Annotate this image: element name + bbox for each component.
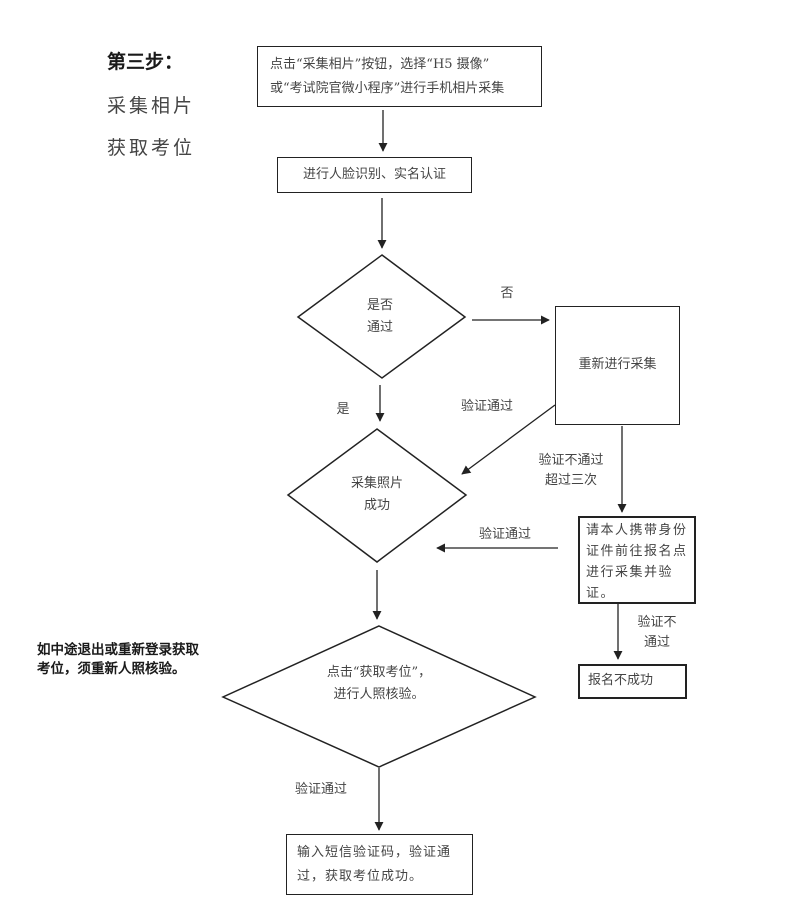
note-line-1: 如中途退出或重新登录获取: [37, 642, 199, 658]
registration-failed-box: 报名不成功: [578, 664, 687, 699]
edge-label-no: 否: [500, 286, 514, 301]
step-subtitle-collect-photo: 采集相片: [107, 95, 196, 117]
get-seat-line-2: 进行人照核验。: [333, 687, 425, 702]
collect-photo-line-1: 点击“采集相片”按钮，选择“H5 摄像”: [270, 57, 490, 72]
registration-failed-text: 报名不成功: [588, 673, 654, 688]
collect-photo-line-2: 或“考试院官微小程序”进行手机相片采集: [270, 81, 505, 96]
sms-verify-box: 输入短信验证码，验证通 过，获取考位成功。: [286, 834, 473, 895]
pass-decision-text: 是否 通过: [367, 295, 393, 339]
recollect-fail-line-1: 验证不通过: [538, 453, 604, 468]
onsite-verify-line-4: 证。: [586, 586, 616, 601]
recollect-box: 重新进行采集: [555, 306, 680, 425]
step-title: 第三步：: [107, 51, 184, 73]
face-verify-text: 进行人脸识别、实名认证: [302, 167, 446, 182]
edge-label-onsite-fail: 验证不 通过: [637, 613, 676, 653]
edge-label-onsite-pass: 验证通过: [478, 527, 532, 542]
onsite-fail-line-2: 通过: [643, 635, 671, 650]
edge-label-yes: 是: [336, 402, 350, 417]
pass-decision-line-1: 是否: [366, 298, 394, 313]
onsite-fail-line-1: 验证不: [637, 615, 677, 630]
get-seat-line-1: 点击“获取考位”，: [326, 665, 432, 680]
reverify-note: 如中途退出或重新登录获取 考位，须重新人照核验。: [37, 641, 227, 679]
recollect-text: 重新进行采集: [578, 357, 657, 372]
onsite-verify-box: 请本人携带身份 证件前往报名点 进行采集并验 证。: [578, 516, 696, 604]
sms-verify-line-1: 输入短信验证码，验证通: [297, 845, 452, 860]
edge-label-recollect-pass: 验证通过: [460, 399, 514, 414]
arrow-recollect-pass: [461, 404, 556, 475]
edge-label-recollect-fail: 验证不通过 超过三次: [538, 451, 603, 491]
recollect-fail-line-2: 超过三次: [544, 473, 598, 488]
photo-success-line-1: 采集照片: [350, 476, 404, 491]
get-seat-text: 点击“获取考位”， 进行人照核验。: [327, 662, 431, 706]
edge-label-seat-pass: 验证通过: [294, 782, 348, 797]
onsite-verify-line-1: 请本人携带身份: [586, 523, 688, 538]
pass-decision-diamond: [296, 254, 467, 379]
pass-decision-line-2: 通过: [366, 320, 394, 335]
photo-success-line-2: 成功: [363, 498, 391, 513]
onsite-verify-line-2: 证件前往报名点: [586, 544, 688, 559]
face-verify-box: 进行人脸识别、实名认证: [277, 157, 472, 193]
note-line-2: 考位，须重新人照核验。: [37, 661, 186, 677]
step-subtitle-get-seat: 获取考位: [107, 137, 196, 159]
collect-photo-box: 点击“采集相片”按钮，选择“H5 摄像” 或“考试院官微小程序”进行手机相片采集: [257, 46, 542, 107]
get-seat-diamond: [221, 625, 537, 768]
sms-verify-line-2: 过，获取考位成功。: [297, 869, 424, 884]
onsite-verify-line-3: 进行采集并验: [586, 565, 674, 580]
photo-success-diamond: [286, 428, 468, 563]
photo-success-text: 采集照片 成功: [351, 473, 403, 517]
